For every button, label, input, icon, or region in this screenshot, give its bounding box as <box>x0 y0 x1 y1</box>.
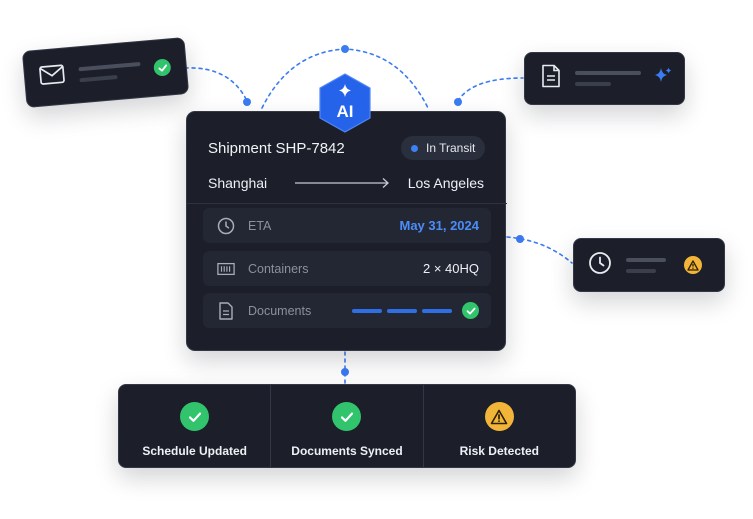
alert-card <box>573 238 725 292</box>
connector-node <box>454 98 462 106</box>
email-card <box>21 37 190 108</box>
ai-label: AI <box>336 102 354 121</box>
connector-email <box>184 67 248 102</box>
containers-row[interactable]: Containers 2 × 40HQ <box>203 251 491 286</box>
check-icon <box>180 402 210 431</box>
eta-label: ETA <box>248 218 272 233</box>
route-destination: Los Angeles <box>407 175 484 191</box>
divider <box>187 203 507 204</box>
connector-node <box>341 368 349 376</box>
progress-segment <box>352 308 382 313</box>
status-text: In Transit <box>426 141 476 155</box>
status-label: Documents Synced <box>291 444 403 458</box>
connector-clock <box>506 236 573 264</box>
eta-row[interactable]: ETA May 31, 2024 <box>203 208 491 243</box>
clock-icon <box>588 251 612 280</box>
placeholder-lines <box>575 71 641 86</box>
shipment-title: Shipment SHP-7842 <box>208 140 345 157</box>
documents-label: Documents <box>248 303 312 318</box>
eta-value: May 31, 2024 <box>399 218 479 233</box>
shipment-card[interactable]: Shipment SHP-7842 In Transit Shanghai Lo… <box>186 111 507 351</box>
status-bar: Schedule Updated Documents Synced Risk D… <box>118 384 576 468</box>
progress-segment <box>422 308 452 313</box>
documents-row[interactable]: Documents <box>203 293 491 328</box>
placeholder-lines <box>78 61 141 83</box>
check-icon <box>153 58 172 77</box>
status-badge: In Transit <box>401 136 485 160</box>
connector-doc <box>457 77 524 102</box>
status-label: Risk Detected <box>459 444 539 458</box>
warning-icon <box>684 256 702 274</box>
status-documents-synced[interactable]: Documents Synced <box>270 385 422 467</box>
route-origin: Shanghai <box>208 175 268 191</box>
status-risk-detected[interactable]: Risk Detected <box>422 385 575 467</box>
containers-value: 2 × 40HQ <box>422 261 479 276</box>
check-icon <box>332 402 362 431</box>
document-card <box>524 52 685 105</box>
mail-icon <box>38 64 66 91</box>
status-schedule-updated[interactable]: Schedule Updated <box>119 385 270 467</box>
status-label: Schedule Updated <box>142 444 247 458</box>
document-icon <box>541 64 561 93</box>
connector-node <box>243 98 251 106</box>
clock-icon <box>217 217 235 235</box>
container-icon <box>217 260 235 278</box>
placeholder-lines <box>626 257 666 273</box>
ai-badge: AI <box>316 72 374 134</box>
status-dot <box>411 144 418 152</box>
documents-progress <box>352 302 479 319</box>
document-icon <box>217 301 235 320</box>
hexagon-icon <box>319 73 371 133</box>
sparkle-icon <box>653 66 673 91</box>
containers-label: Containers <box>248 261 309 276</box>
connector-node <box>516 235 524 243</box>
connector-node <box>341 45 349 53</box>
arrow-right-icon <box>295 178 389 188</box>
warning-icon <box>484 402 514 431</box>
check-icon <box>462 302 479 319</box>
progress-segment <box>387 308 417 313</box>
